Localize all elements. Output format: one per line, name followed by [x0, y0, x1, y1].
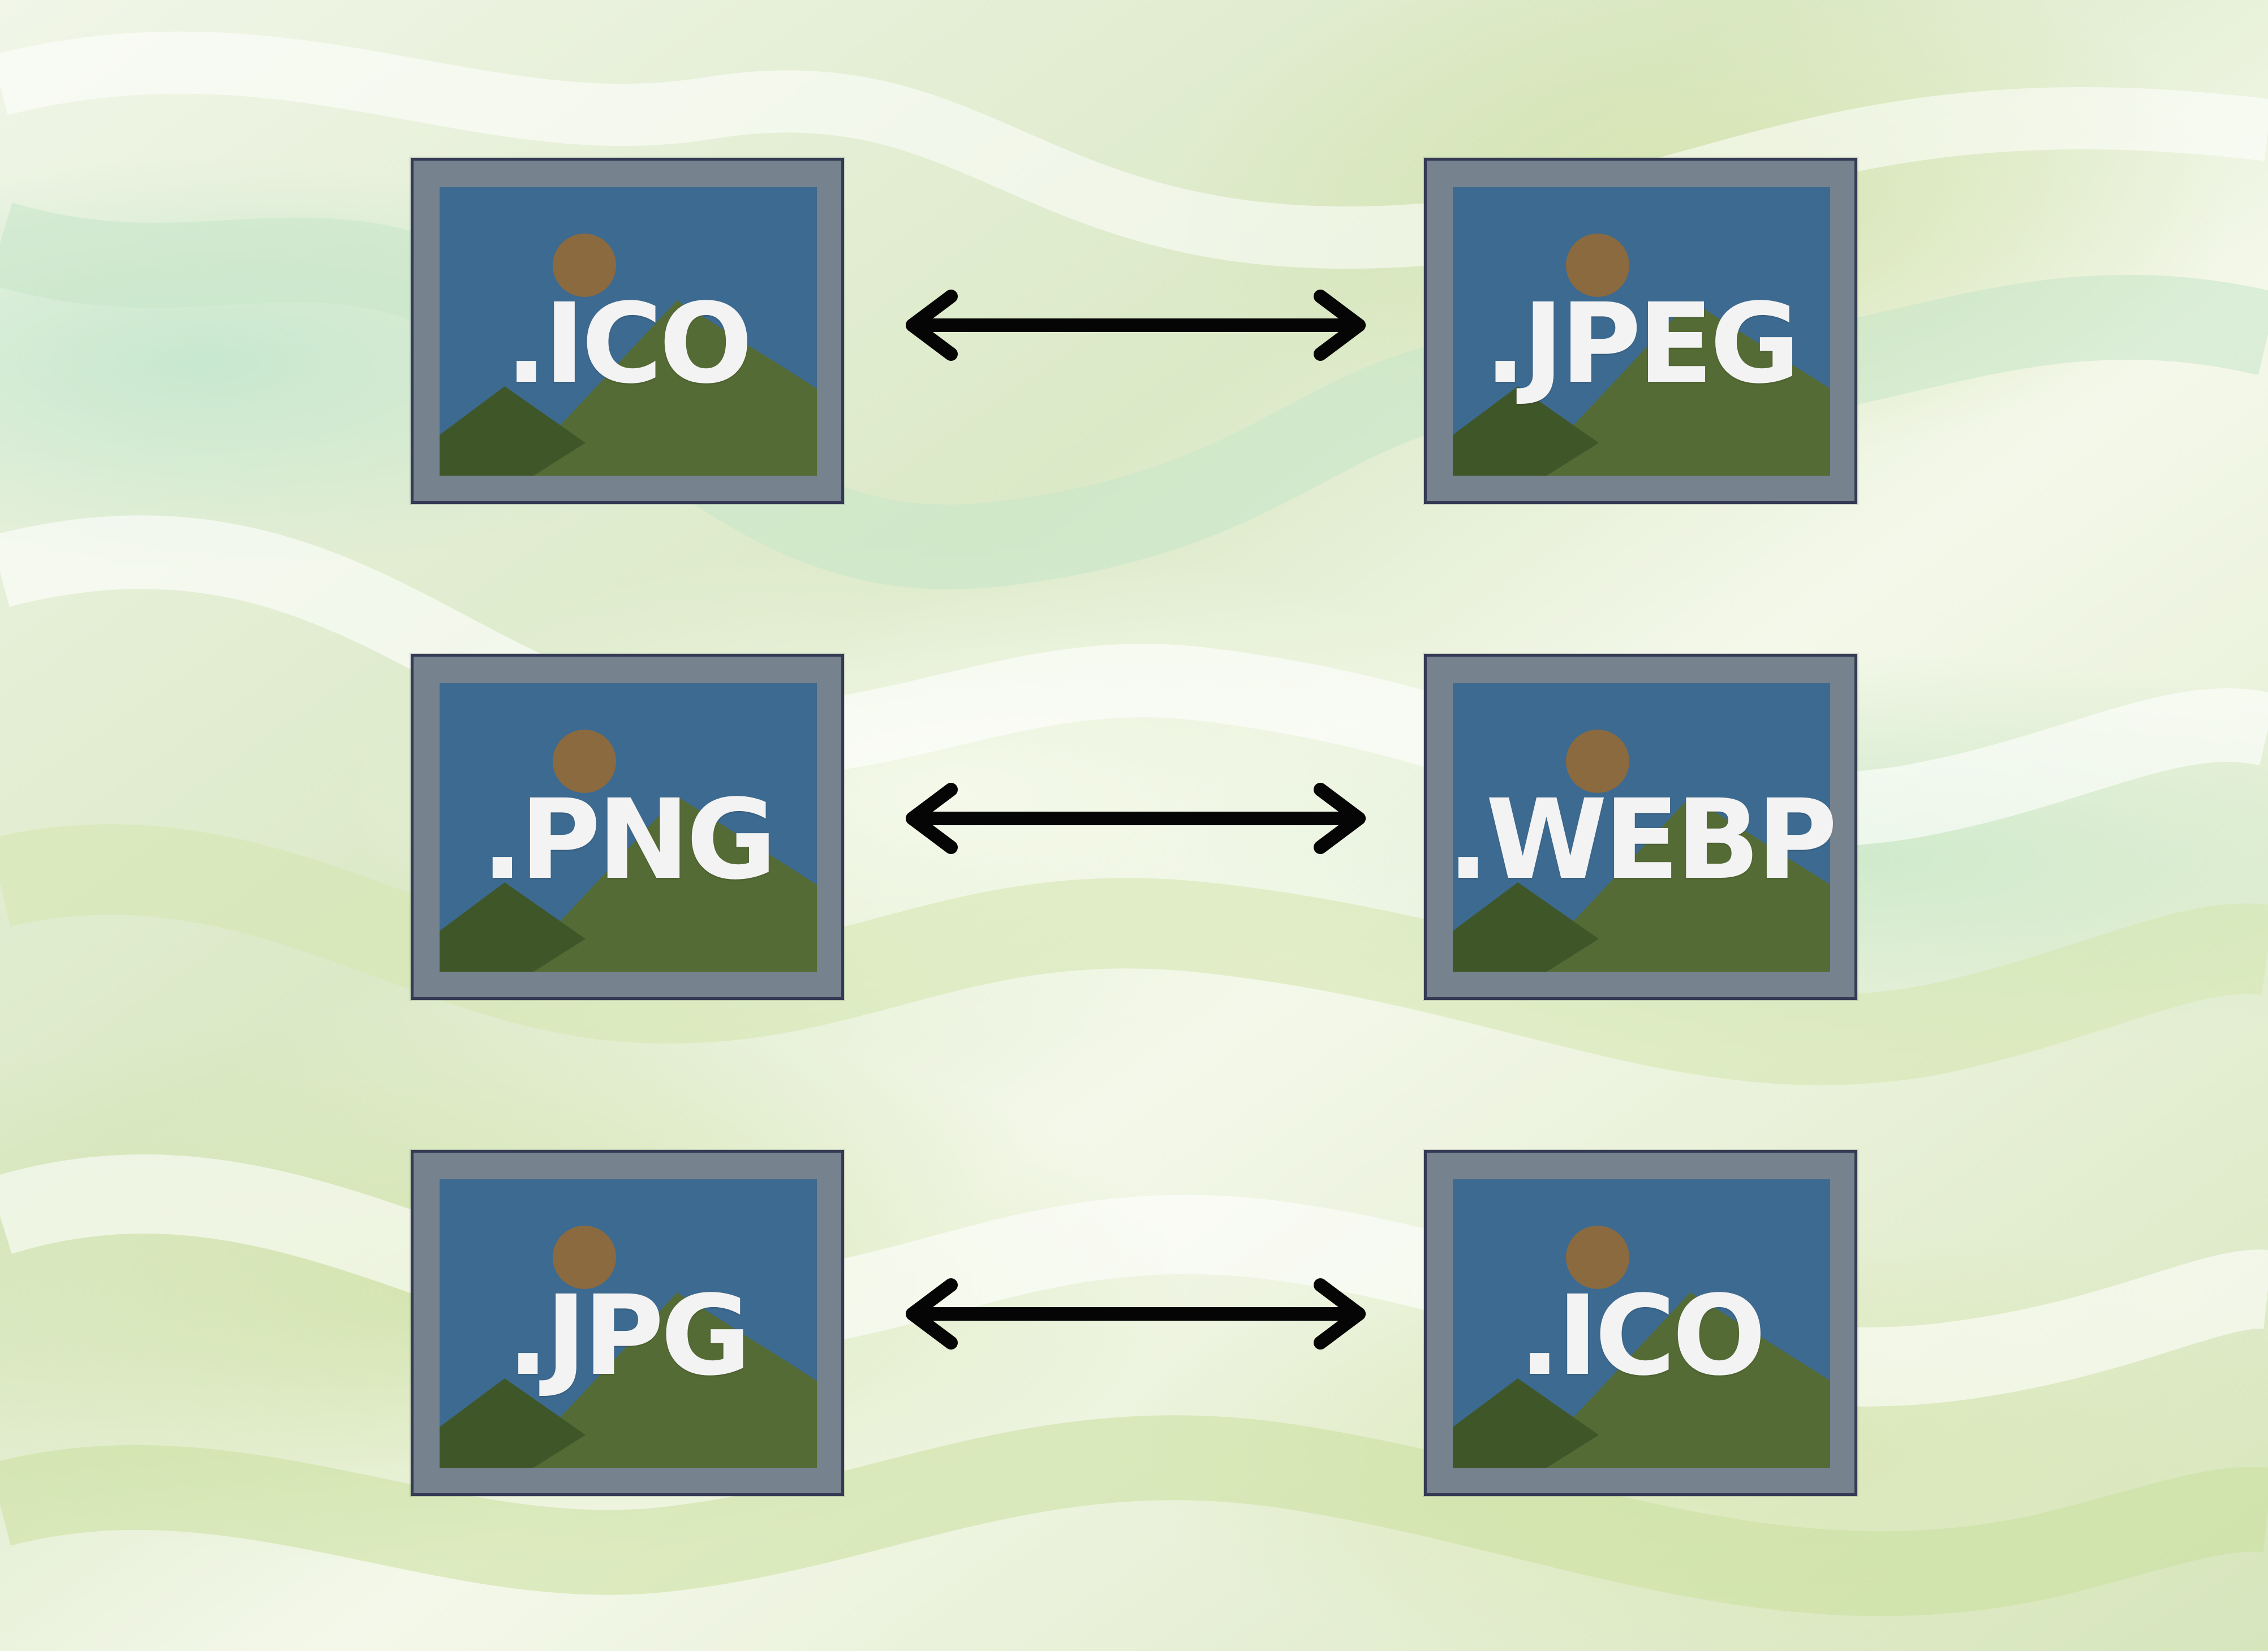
image-card-ico-bottom: .ICO	[1424, 1150, 1857, 1496]
background-wave	[0, 824, 2268, 1085]
left-arrowhead	[906, 290, 958, 361]
background-wave	[0, 31, 2268, 269]
right-arrowhead	[1314, 290, 1366, 361]
back-hill	[1526, 1292, 1830, 1468]
double-arrow-icon	[906, 1278, 1366, 1350]
left-arrowhead	[906, 1278, 958, 1350]
sun-icon	[1566, 234, 1629, 297]
front-hill	[440, 1378, 586, 1468]
left-arrowhead	[906, 783, 958, 854]
image-card-jpeg: .JPEG	[1424, 158, 1857, 504]
file-extension-label: .JPEG	[1484, 279, 1801, 408]
back-hill	[513, 796, 817, 972]
right-arrowhead	[1314, 1278, 1366, 1350]
sun-icon	[1566, 730, 1629, 793]
image-placeholder-icon	[1453, 1179, 1830, 1468]
back-hill	[513, 1292, 817, 1468]
sun-icon	[553, 730, 616, 793]
back-hill	[513, 300, 817, 476]
image-card-jpg: .JPG	[411, 1150, 844, 1496]
file-extension-label: .ICO	[505, 279, 753, 408]
front-hill	[1453, 386, 1599, 476]
file-extension-label: .JPG	[507, 1271, 751, 1400]
front-hill	[1453, 882, 1599, 972]
image-card-webp: .WEBP	[1424, 654, 1857, 1000]
file-extension-label: .WEBP	[1447, 775, 1837, 904]
sun-icon	[553, 234, 616, 297]
file-extension-label: .ICO	[1518, 1271, 1766, 1400]
bidirectional-arrow	[902, 277, 1369, 373]
right-arrowhead	[1314, 783, 1366, 854]
file-extension-label: .PNG	[481, 775, 777, 904]
front-hill	[440, 386, 586, 476]
image-card-ico-top: .ICO	[411, 158, 844, 504]
image-placeholder-icon	[1453, 683, 1830, 972]
image-placeholder-icon	[1453, 187, 1830, 476]
bidirectional-arrow	[902, 1266, 1369, 1362]
image-placeholder-icon	[440, 187, 817, 476]
back-hill	[1526, 796, 1830, 972]
sun-icon	[1566, 1226, 1629, 1289]
bidirectional-arrow	[902, 770, 1369, 867]
background-wave	[0, 1415, 2268, 1616]
image-placeholder-icon	[440, 1179, 817, 1468]
image-card-png: .PNG	[411, 654, 844, 1000]
double-arrow-icon	[906, 290, 1366, 361]
front-hill	[440, 882, 586, 972]
sun-icon	[553, 1226, 616, 1289]
front-hill	[1453, 1378, 1599, 1468]
image-placeholder-icon	[440, 683, 817, 972]
double-arrow-icon	[906, 783, 1366, 854]
back-hill	[1526, 300, 1830, 476]
